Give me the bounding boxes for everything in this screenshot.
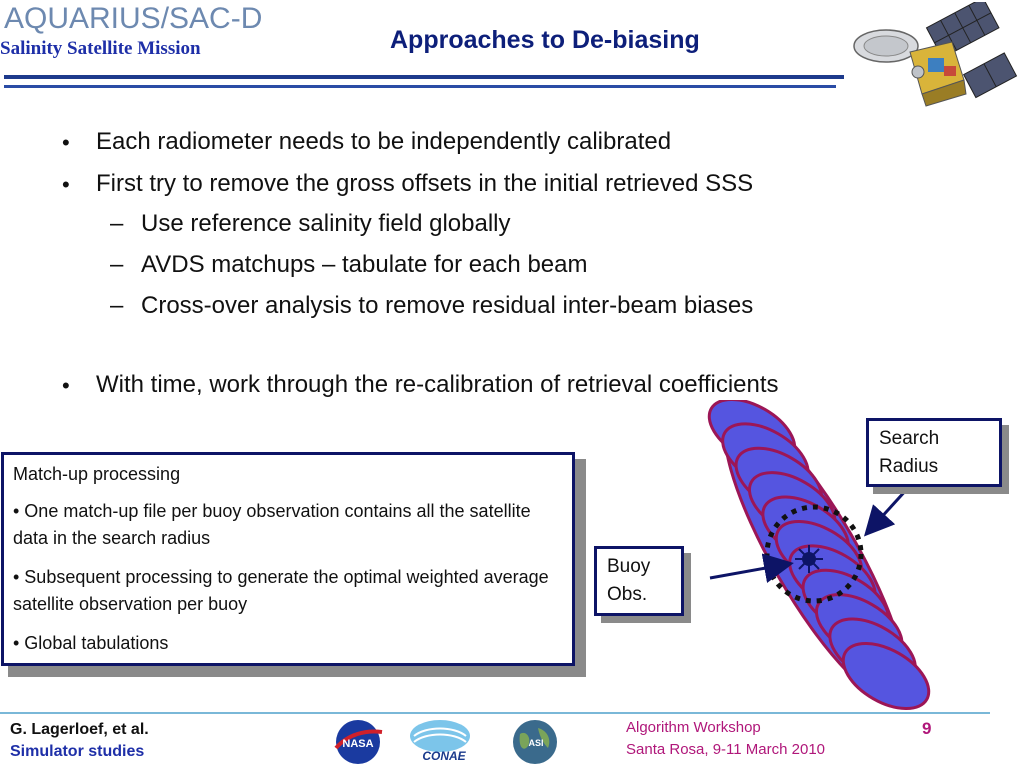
asi-logo: ASI	[513, 720, 557, 764]
matchup-item: • Subsequent processing to generate the …	[13, 567, 549, 614]
matchup-heading: Match-up processing	[13, 464, 181, 484]
conae-logo: CONAE	[410, 720, 470, 763]
header-rule	[4, 75, 844, 79]
sub-bullet-marker: –	[110, 251, 124, 278]
buoy-marker	[795, 545, 823, 573]
footer-workshop: Algorithm Workshop	[626, 719, 761, 736]
satellite-illustration	[853, 2, 1018, 107]
footer-rule	[0, 712, 990, 714]
sub-bullet-item: AVDS matchups – tabulate for each beam	[141, 251, 588, 278]
search-radius-arrow	[863, 486, 910, 537]
mission-subtitle: Salinity Satellite Mission	[0, 38, 201, 59]
matchup-item: • Global tabulations	[13, 633, 169, 653]
search-radius-callout: Search Radius	[866, 418, 1002, 487]
beam-footprint-ellipse	[841, 641, 931, 711]
header-rule-secondary	[4, 85, 836, 88]
slide-title: Approaches to De-biasing	[390, 26, 700, 54]
matchup-item: • One match-up file per buoy observation…	[13, 501, 531, 548]
bullet-item: First try to remove the gross offsets in…	[96, 170, 754, 197]
bullet-item: Each radiometer needs to be independentl…	[96, 128, 672, 155]
bullet-marker: •	[62, 172, 70, 197]
page-number: 9	[922, 719, 932, 738]
nasa-logo: NASA	[334, 720, 383, 764]
search-radius-label: Search Radius	[879, 428, 940, 477]
bullet-marker: •	[62, 373, 70, 398]
conae-logo-text: CONAE	[422, 749, 466, 763]
sub-bullet-marker: –	[110, 292, 124, 319]
matchup-processing-box: Match-up processing • One match-up file …	[1, 452, 575, 666]
bullet-item: With time, work through the re-calibrati…	[96, 371, 779, 398]
sub-bullet-marker: –	[110, 210, 124, 237]
buoy-obs-label: Buoy Obs.	[607, 556, 651, 605]
aquarius-logo: AQUARIUS/SAC-D	[4, 2, 274, 36]
asi-logo-text: ASI	[528, 738, 543, 748]
footer-author: G. Lagerloef, et al.	[10, 721, 149, 738]
nasa-logo-text: NASA	[342, 738, 373, 750]
bullet-marker: •	[62, 130, 70, 155]
sub-bullet-item: Use reference salinity field globally	[141, 210, 511, 237]
footer-location: Santa Rosa, 9-11 March 2010	[626, 741, 826, 758]
buoy-obs-callout: Buoy Obs.	[594, 546, 684, 616]
beam-footprint-diagram	[707, 400, 931, 711]
logo-text: AQUARIUS/SAC-D	[4, 2, 263, 35]
footer-subtitle: Simulator studies	[10, 743, 145, 760]
sub-bullet-item: Cross-over analysis to remove residual i…	[141, 292, 754, 319]
buoy-arrow	[709, 553, 794, 584]
